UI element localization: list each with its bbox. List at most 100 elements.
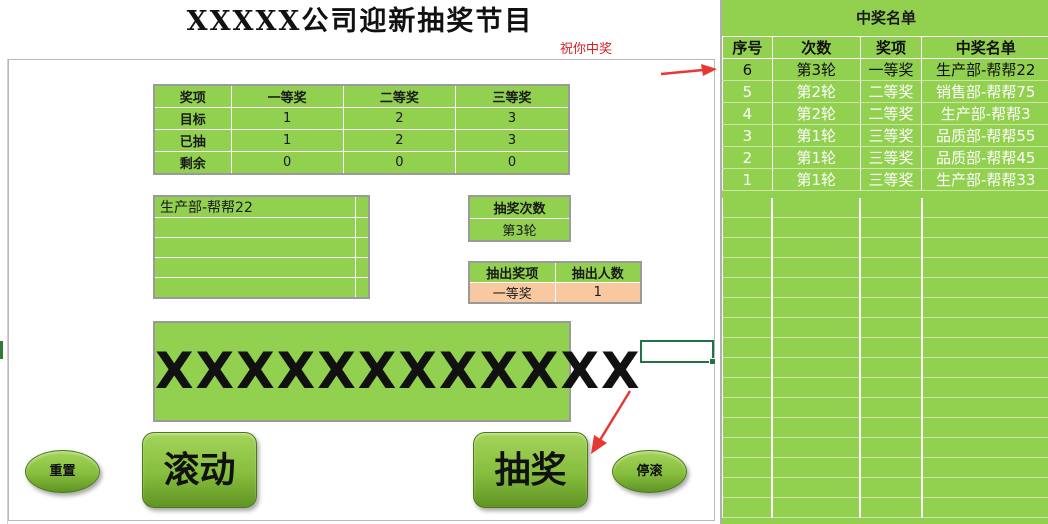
empty-cell[interactable] xyxy=(772,218,860,238)
table-cell[interactable]: 二等奖 xyxy=(859,80,923,103)
empty-cell[interactable] xyxy=(722,278,772,298)
table-cell[interactable]: 0 xyxy=(454,151,570,175)
empty-cell[interactable] xyxy=(772,298,860,318)
table-cell[interactable]: 生产部-帮帮33 xyxy=(921,168,1048,191)
empty-cell[interactable] xyxy=(772,358,860,378)
empty-cell[interactable] xyxy=(722,438,772,458)
table-cell[interactable]: 第3轮 xyxy=(771,58,861,81)
table-cell[interactable]: 三等奖 xyxy=(859,124,923,147)
empty-cell[interactable] xyxy=(860,418,922,438)
empty-cell[interactable] xyxy=(722,398,772,418)
prize-value[interactable]: 一等奖 xyxy=(468,282,556,304)
empty-cell[interactable] xyxy=(772,278,860,298)
empty-cell[interactable] xyxy=(722,238,772,258)
empty-cell[interactable] xyxy=(722,338,772,358)
empty-cell[interactable] xyxy=(860,278,922,298)
empty-cell[interactable] xyxy=(860,478,922,498)
empty-cell[interactable] xyxy=(922,318,1048,338)
table-cell[interactable]: 3 xyxy=(722,124,773,147)
empty-cell[interactable] xyxy=(860,238,922,258)
empty-cell[interactable] xyxy=(860,458,922,478)
table-cell[interactable]: 3 xyxy=(454,129,570,152)
fill-handle[interactable] xyxy=(709,358,716,365)
empty-cell[interactable] xyxy=(772,318,860,338)
selected-cell[interactable] xyxy=(640,340,716,365)
empty-cell[interactable] xyxy=(772,238,860,258)
empty-cell[interactable] xyxy=(922,278,1048,298)
empty-cell[interactable] xyxy=(922,218,1048,238)
table-cell[interactable]: 1 xyxy=(230,129,344,152)
table-cell[interactable]: 三等奖 xyxy=(859,168,923,191)
table-cell[interactable]: 二等奖 xyxy=(859,102,923,125)
table-cell[interactable]: 0 xyxy=(342,151,456,175)
empty-cell[interactable] xyxy=(722,478,772,498)
empty-cell[interactable] xyxy=(860,218,922,238)
list-cell[interactable]: 生产部-帮帮22 xyxy=(153,195,357,218)
table-cell[interactable]: 品质部-帮帮45 xyxy=(921,146,1048,169)
table-cell[interactable]: 1 xyxy=(230,107,344,130)
list-cell[interactable] xyxy=(355,195,370,218)
empty-cell[interactable] xyxy=(922,338,1048,358)
list-cell[interactable] xyxy=(355,237,370,258)
empty-cell[interactable] xyxy=(772,438,860,458)
empty-cell[interactable] xyxy=(922,238,1048,258)
empty-cell[interactable] xyxy=(772,378,860,398)
list-cell[interactable] xyxy=(355,217,370,238)
table-cell[interactable]: 5 xyxy=(722,80,773,103)
table-cell[interactable]: 2 xyxy=(722,146,773,169)
empty-cell[interactable] xyxy=(860,438,922,458)
table-cell[interactable]: 第2轮 xyxy=(771,80,861,103)
empty-cell[interactable] xyxy=(922,498,1048,518)
empty-cell[interactable] xyxy=(772,258,860,278)
empty-cell[interactable] xyxy=(922,378,1048,398)
list-cell[interactable] xyxy=(153,277,357,299)
empty-cell[interactable] xyxy=(860,198,922,218)
empty-cell[interactable] xyxy=(922,458,1048,478)
draw-button[interactable]: 抽奖 xyxy=(473,432,588,508)
empty-cell[interactable] xyxy=(722,498,772,518)
reset-button[interactable]: 重置 xyxy=(25,450,100,493)
table-cell[interactable]: 品质部-帮帮55 xyxy=(921,124,1048,147)
empty-cell[interactable] xyxy=(722,358,772,378)
count-value[interactable]: 1 xyxy=(554,282,642,304)
empty-cell[interactable] xyxy=(860,378,922,398)
empty-cell[interactable] xyxy=(922,418,1048,438)
table-cell[interactable]: 4 xyxy=(722,102,773,125)
list-cell[interactable] xyxy=(153,257,357,278)
empty-cell[interactable] xyxy=(772,498,860,518)
empty-cell[interactable] xyxy=(922,258,1048,278)
empty-cell[interactable] xyxy=(772,198,860,218)
list-cell[interactable] xyxy=(153,217,357,238)
empty-cell[interactable] xyxy=(860,358,922,378)
empty-cell[interactable] xyxy=(722,298,772,318)
list-cell[interactable] xyxy=(355,257,370,278)
table-cell[interactable]: 第1轮 xyxy=(771,124,861,147)
empty-cell[interactable] xyxy=(722,318,772,338)
table-cell[interactable]: 第2轮 xyxy=(771,102,861,125)
empty-cell[interactable] xyxy=(860,258,922,278)
table-cell[interactable]: 一等奖 xyxy=(859,58,923,81)
empty-cell[interactable] xyxy=(722,258,772,278)
scroll-button[interactable]: 滚动 xyxy=(142,432,257,508)
empty-cell[interactable] xyxy=(772,398,860,418)
round-value[interactable]: 第3轮 xyxy=(468,218,571,242)
empty-cell[interactable] xyxy=(722,198,772,218)
empty-cell[interactable] xyxy=(772,338,860,358)
table-cell[interactable]: 2 xyxy=(342,129,456,152)
table-cell[interactable]: 销售部-帮帮75 xyxy=(921,80,1048,103)
table-cell[interactable]: 生产部-帮帮22 xyxy=(921,58,1048,81)
list-cell[interactable] xyxy=(355,277,370,299)
empty-cell[interactable] xyxy=(722,458,772,478)
empty-cell[interactable] xyxy=(772,418,860,438)
table-cell[interactable]: 第1轮 xyxy=(771,146,861,169)
table-cell[interactable]: 生产部-帮帮3 xyxy=(921,102,1048,125)
empty-cell[interactable] xyxy=(922,298,1048,318)
empty-cell[interactable] xyxy=(860,498,922,518)
empty-cell[interactable] xyxy=(860,398,922,418)
empty-cell[interactable] xyxy=(860,338,922,358)
empty-cell[interactable] xyxy=(922,198,1048,218)
table-cell[interactable]: 三等奖 xyxy=(859,146,923,169)
table-cell[interactable]: 第1轮 xyxy=(771,168,861,191)
table-cell[interactable]: 0 xyxy=(230,151,344,175)
empty-cell[interactable] xyxy=(860,318,922,338)
